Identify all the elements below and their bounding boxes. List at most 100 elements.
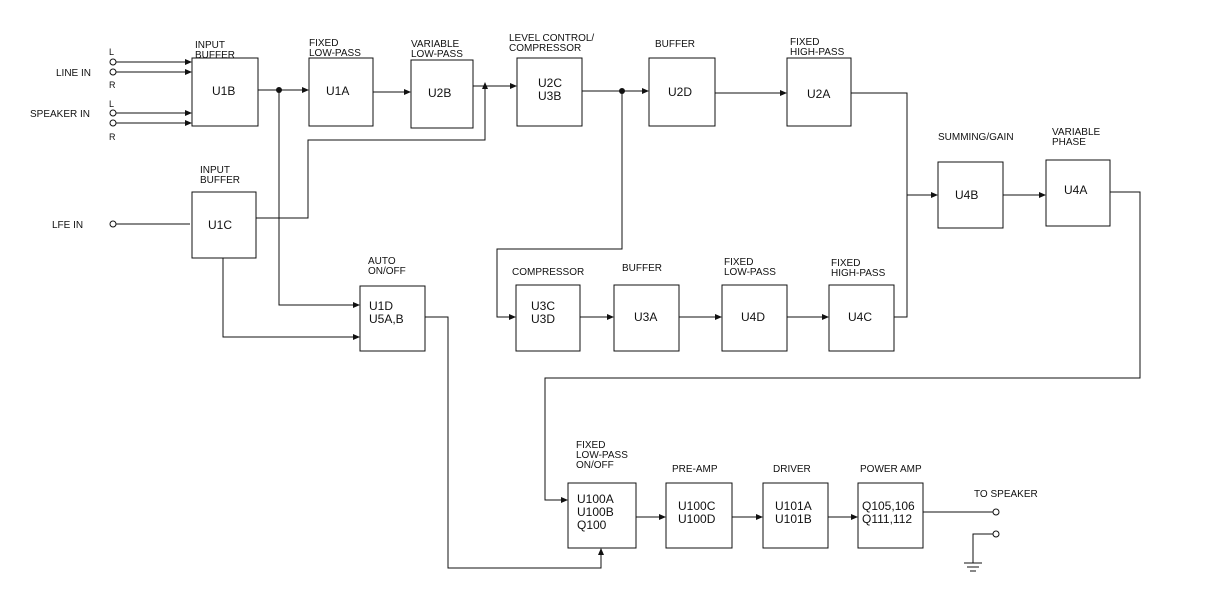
terminal-icon [109, 119, 117, 127]
block-caption: INPUT [200, 165, 230, 176]
block-caption: COMPRESSOR [509, 43, 581, 54]
block-caption: FIXED [790, 37, 819, 48]
arrow-icon [822, 314, 829, 320]
block-box [721, 284, 788, 352]
block-part-label: U1C [208, 218, 232, 232]
arrow-icon [509, 314, 516, 320]
arrow-icon [185, 59, 192, 65]
block-part-label: U3C [531, 299, 555, 313]
block-caption: ON/OFF [576, 460, 614, 471]
block-part-label: U100C [678, 499, 716, 513]
block-caption: HIGH-PASS [831, 268, 886, 279]
block-caption: ON/OFF [368, 266, 406, 277]
block-box [410, 59, 474, 129]
block-part-label: U100A [577, 492, 614, 506]
block-part-label: U2B [428, 86, 451, 100]
block-part-label: U101B [775, 512, 812, 526]
block-caption: SUMMING/GAIN [938, 132, 1014, 143]
block-caption: PRE-AMP [672, 464, 718, 475]
block-part-label: U100B [577, 505, 614, 519]
block-u3a: BUFFER U3A [613, 263, 680, 352]
arrow-icon [931, 192, 938, 198]
arrow-icon [780, 90, 787, 96]
arrow-icon [510, 83, 517, 89]
block-part-label: U4D [741, 310, 765, 324]
junction-dot [619, 88, 625, 94]
block-caption: LEVEL CONTROL/ [509, 33, 594, 44]
block-caption: LOW-PASS [724, 267, 776, 278]
speaker-in-right-label: R [109, 132, 116, 142]
wire-u1b-u1d [278, 90, 358, 306]
block-caption: VARIABLE [411, 39, 459, 50]
input-terminals [109, 58, 1000, 538]
speaker-in-label: SPEAKER IN [30, 109, 90, 120]
arrowheads [185, 59, 1046, 555]
block-part-label: U4A [1064, 183, 1087, 197]
terminal-icon [992, 530, 1000, 538]
block-box [359, 285, 426, 352]
block-part-label: Q111,112 [862, 512, 912, 526]
block-u4b: SUMMING/GAIN U4B [937, 132, 1014, 229]
terminal-icon [109, 109, 117, 117]
block-part-label: Q105,106 [862, 499, 915, 513]
block-caption: FIXED [309, 38, 338, 49]
blocks: INPUTBUFFERU1BFIXEDLOW-PASSU1AVARIABLELO… [191, 33, 1111, 549]
line-in-left-label: L [109, 47, 114, 57]
block-box [516, 57, 583, 127]
block-box [857, 482, 924, 549]
wire-u1d-u100 [425, 316, 602, 569]
block-part-label: U3D [531, 312, 555, 326]
arrow-icon [1039, 192, 1046, 198]
terminal-icon [109, 220, 117, 228]
wire-u2c-u3c [496, 91, 623, 318]
block-box [515, 284, 581, 352]
arrow-icon [659, 514, 666, 520]
block-caption: COMPRESSOR [512, 267, 584, 278]
block-caption: BUFFER [622, 263, 662, 274]
arrow-icon [642, 88, 649, 94]
block-box [1045, 159, 1111, 227]
block-part-label: U4B [955, 188, 978, 202]
block-caption: FIXED [576, 440, 605, 451]
arrow-icon [851, 514, 858, 520]
block-part-label: U3A [634, 310, 657, 324]
block-box [613, 284, 680, 352]
block-box [191, 191, 257, 259]
block-caption: FIXED [831, 258, 860, 269]
arrow-icon [482, 82, 488, 89]
arrow-icon [598, 548, 604, 555]
block-box [648, 57, 716, 127]
block-caption: VARIABLE [1052, 127, 1100, 138]
terminal-icon [109, 68, 117, 76]
block-part-label: U1D [369, 299, 393, 313]
block-part-label: U1A [326, 84, 349, 98]
block-part-label: Q100 [577, 518, 607, 532]
wire-u4a-u100 [544, 191, 1141, 501]
wire-u1c-u2c [256, 84, 486, 219]
block-caption: DRIVER [773, 464, 811, 475]
block-box [937, 161, 1004, 229]
arrow-icon [185, 120, 192, 126]
block-box [308, 57, 374, 127]
block-caption: LOW-PASS [411, 49, 463, 60]
block-caption: POWER AMP [860, 464, 922, 475]
arrow-icon [302, 87, 309, 93]
block-box [191, 57, 259, 127]
block-part-label: U101A [775, 499, 812, 513]
block-caption: FIXED [724, 257, 753, 268]
block-caption: BUFFER [195, 50, 235, 61]
